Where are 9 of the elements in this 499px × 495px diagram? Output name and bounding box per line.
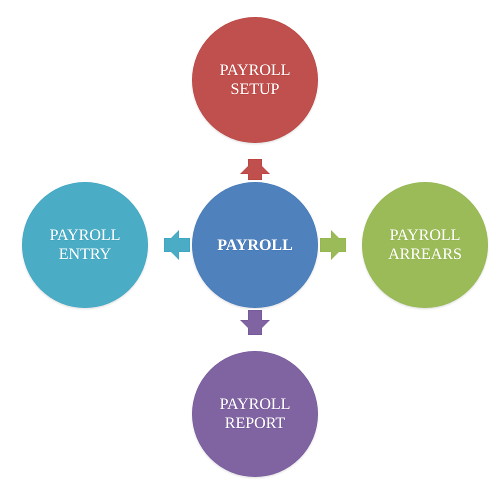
node-label: PAYROLL REPORT bbox=[218, 395, 292, 433]
block-arrow bbox=[164, 230, 190, 260]
node-label: PAYROLL ENTRY bbox=[48, 226, 122, 264]
node-label: PAYROLL SETUP bbox=[218, 61, 292, 99]
node-label: PAYROLL ARREARS bbox=[387, 226, 463, 264]
node-label: PAYROLL bbox=[216, 236, 294, 254]
block-arrow bbox=[240, 310, 270, 335]
block-arrow bbox=[320, 230, 346, 260]
block-arrow bbox=[240, 159, 270, 180]
